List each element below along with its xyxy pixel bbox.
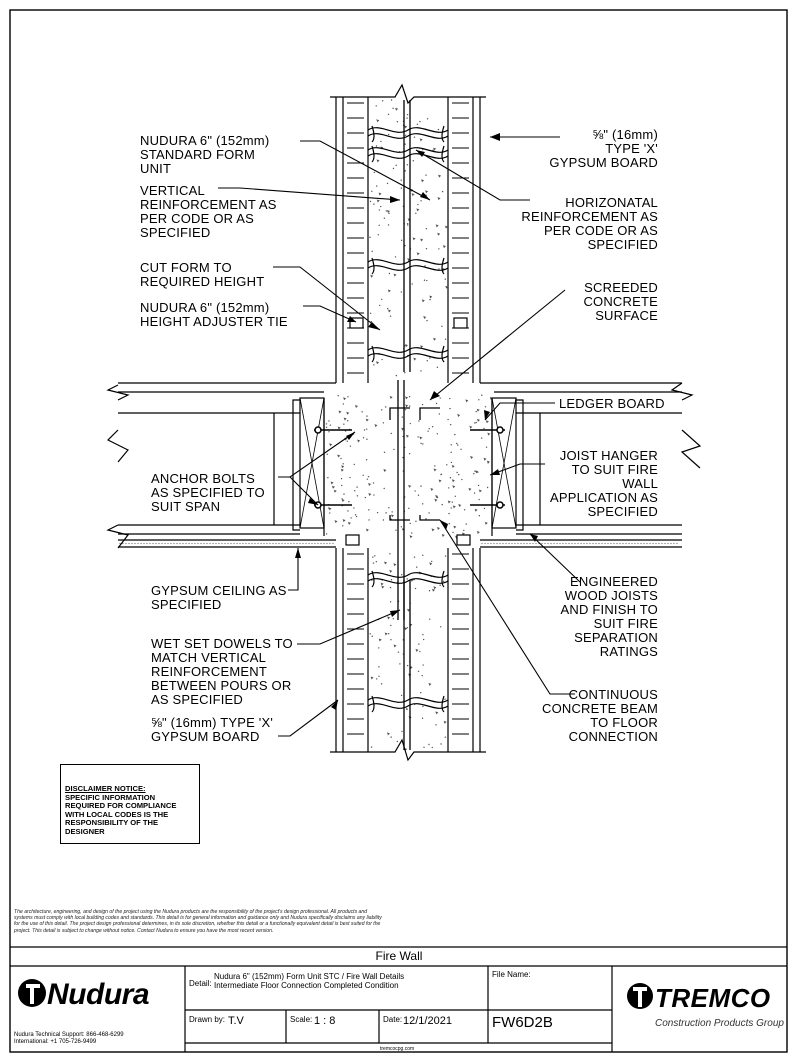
detail-text: Nudura 6" (152mm) Form Unit STC / Fire W…	[214, 972, 405, 990]
logo-marks-cut	[26, 984, 647, 1007]
label-engineered-joists: ENGINEERED WOOD JOISTS AND FINISH TO SUI…	[560, 574, 658, 659]
dowels	[389, 407, 440, 521]
label-ledger-board: LEDGER BOARD	[559, 396, 665, 411]
label-horizontal-reinforcement: HORIZONATAL REINFORCEMENT AS PER CODE OR…	[521, 195, 658, 252]
tremco-logo: TREMCO	[655, 983, 771, 1013]
website: tremcocpg.com	[380, 1046, 415, 1052]
ledger-crosses	[299, 397, 517, 529]
label-cut-form: CUT FORM TO REQUIRED HEIGHT	[140, 260, 265, 289]
label-form-unit: NUDURA 6" (152mm) STANDARD FORM UNIT	[140, 133, 270, 176]
concrete-stipple	[325, 99, 493, 751]
scale: 1 : 8	[314, 1015, 336, 1027]
label-anchor-bolts: ANCHOR BOLTS AS SPECIFIED TO SUIT SPAN	[151, 471, 265, 514]
form-ties	[367, 125, 449, 713]
title-block-lines	[10, 946, 787, 1052]
label-wet-set-dowels: WET SET DOWELS TO MATCH VERTICAL REINFOR…	[151, 636, 293, 707]
date-label: Date:	[383, 1015, 403, 1024]
ceiling-board-stipple	[119, 542, 678, 545]
drawn-by-label: Drawn by:	[189, 1015, 226, 1024]
sheet-title: Fire Wall	[375, 949, 423, 963]
label-gypsum-ceiling: GYPSUM CEILING AS SPECIFIED	[151, 583, 287, 612]
tremco-tagline: Construction Products Group	[655, 1018, 784, 1029]
height-adjuster-tabs	[345, 317, 471, 546]
floor-assembly	[106, 382, 702, 549]
leaders	[218, 136, 581, 737]
support-info: Nudura Technical Support: 866-468-6299 I…	[14, 1032, 124, 1045]
nudura-logo: Nudura	[47, 978, 150, 1011]
label-gypsum-board-right: ⅝" (16mm) TYPE 'X' GYPSUM BOARD	[549, 127, 658, 170]
vertical-rebar	[397, 100, 411, 750]
label-gypsum-board-left: ⅝" (16mm) TYPE 'X' GYPSUM BOARD	[151, 715, 274, 744]
file-name: FW6D2B	[492, 1014, 553, 1031]
label-vertical-reinforcement: VERTICAL REINFORCEMENT AS PER CODE OR AS…	[140, 183, 277, 240]
break-lines	[330, 83, 486, 762]
arrowheads	[295, 133, 538, 710]
detail-label: Detail:	[189, 979, 212, 988]
wall-section	[335, 97, 481, 752]
disclaimer-title: DISCLAIMER NOTICE:	[65, 784, 146, 793]
label-height-adjuster: NUDURA 6" (152mm) HEIGHT ADJUSTER TIE	[140, 300, 288, 329]
anchor-bolts	[314, 426, 505, 509]
legal-notice: The architecture, engineering, and desig…	[14, 909, 382, 934]
disclaimer-notice: DISCLAIMER NOTICE:SPECIFIC INFORMATION R…	[60, 764, 200, 844]
drawn-by: T.V	[228, 1015, 244, 1027]
eps-panel-hatch	[347, 102, 469, 735]
label-screeded-concrete: SCREEDED CONCRETE SURFACE	[583, 280, 658, 323]
label-joist-hanger: JOIST HANGER TO SUIT FIRE WALL APPLICATI…	[549, 448, 658, 519]
disclaimer-body: SPECIFIC INFORMATION REQUIRED FOR COMPLI…	[65, 792, 177, 836]
file-name-label: File Name:	[492, 970, 531, 979]
sheet-border	[9, 9, 788, 1053]
label-continuous-beam: CONTINUOUS CONCRETE BEAM TO FLOOR CONNEC…	[541, 687, 658, 744]
date: 12/1/2021	[403, 1015, 452, 1027]
scale-label: Scale:	[290, 1015, 313, 1024]
